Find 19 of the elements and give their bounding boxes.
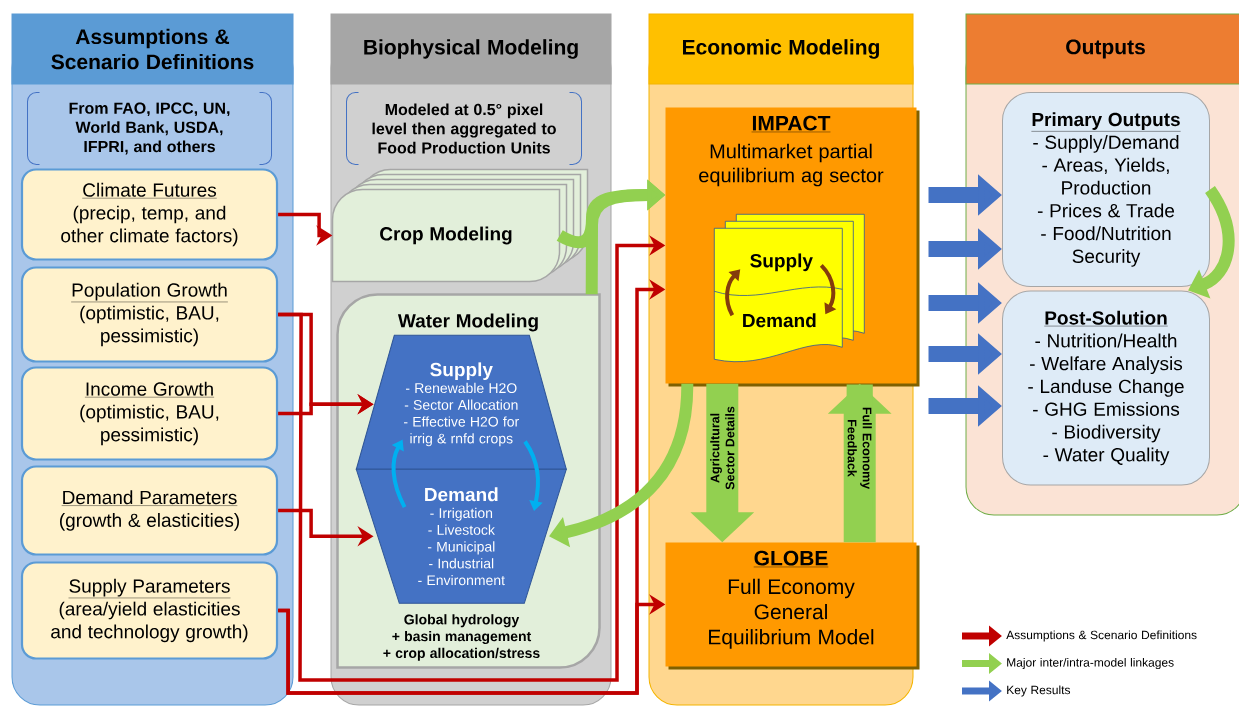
edge-label: Agricultural Sector Details (709, 384, 736, 512)
document-stack: Supply Demand (713, 213, 865, 363)
input-box: Supply Parameters (area/yield elasticities and technology growth) (20, 561, 279, 660)
stacked-pages: Crop Modeling (331, 168, 589, 283)
bracket-note: From FAO, IPCC, UN, World Bank, USDA, IFPRI, and others (27, 92, 272, 165)
bracket-note: Modeled at 0.5° pixel level then aggregated to Food Production Units (346, 92, 582, 165)
rounded-box: Post-Solution - Nutrition/Health - Welfare Analysis - Landuse Change - GHG Emissions - Biodiversity - Water Quality (1002, 290, 1210, 486)
input-box: Climate Futures (precip, temp, and other climate factors) (20, 168, 279, 261)
input-box: Demand Parameters (growth & elasticities) (20, 465, 279, 556)
legend-text: Major inter/intra-model linkages (1007, 657, 1174, 670)
legend-text: Assumptions & Scenario Definitions (1006, 630, 1197, 642)
rounded-box: Primary Outputs - Supply/Demand - Areas, Yields, Production - Prices & Trade - Food/Nutrition Security (1002, 92, 1210, 287)
hexagon-half: Demand - Irrigation - Livestock - Municipal - Industrial - Environment (355, 468, 567, 604)
arrow (523, 440, 543, 511)
input-box: Income Growth (optimistic, BAU, pessimistic) (20, 366, 279, 461)
input-box: Population Growth (optimistic, BAU, pessimistic) (20, 266, 279, 363)
model-box: GLOBE Full Economy General Equilibrium Model (665, 542, 920, 670)
hexagon-half: Supply - Renewable H2O - Sector Allocation - Effective H2O for irrig & rnfd crops (355, 334, 567, 470)
legend-text: Key Results (1007, 685, 1071, 697)
